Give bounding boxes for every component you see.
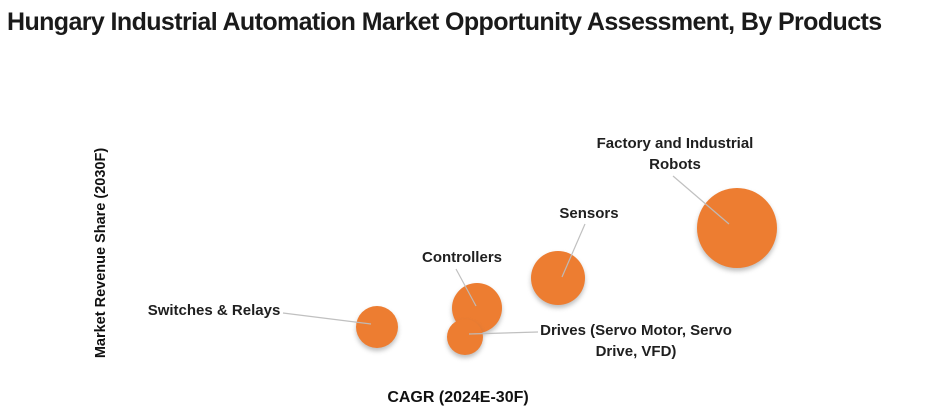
leader-line-switches-relays [282,312,372,325]
leader-line-drives-servo-motor-servo-drive-vfd [468,331,539,335]
bubble-drives-servo-motor-servo-drive-vfd [447,319,483,355]
x-axis-label: CAGR (2024E-30F) [387,389,529,406]
bubble-sensors [531,251,585,305]
label-controllers: Controllers [422,249,502,266]
label-switches-relays: Switches & Relays [148,302,281,319]
leader-line-factory-and-industrial-robots [672,175,730,225]
bubble-switches-relays [356,306,398,348]
bubble-factory-and-industrial-robots [697,188,777,268]
label-sensors: Sensors [559,205,618,222]
leader-line-controllers [455,268,477,307]
leader-line-sensors [561,223,586,278]
chart-title: Hungary Industrial Automation Market Opp… [7,8,882,36]
